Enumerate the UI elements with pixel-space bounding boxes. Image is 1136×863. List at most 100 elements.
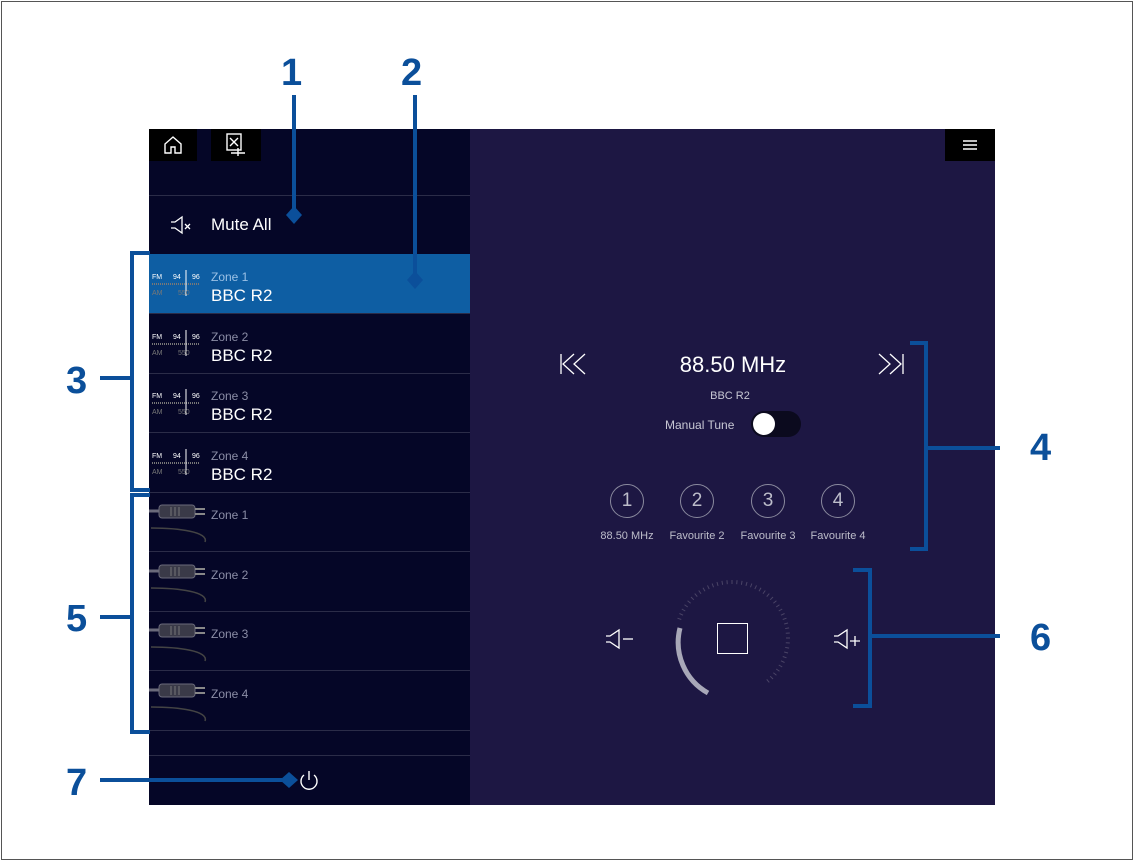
zone-label: Zone 1 [211,508,249,522]
mute-all-button[interactable]: Mute All [149,196,470,253]
callout-5: 5 [66,598,88,640]
home-button[interactable] [149,129,197,161]
dial-tick [766,593,770,597]
volume-up-button[interactable] [831,626,863,652]
callout-1: 1 [281,52,303,94]
svg-text:94: 94 [173,334,181,341]
mute-all-label: Mute All [211,215,272,234]
aux-zone-row[interactable]: Zone 4 [149,671,470,730]
dial-tick [775,668,780,672]
volume-down-button[interactable] [603,626,633,652]
divider [149,195,470,196]
dial-tick [784,622,789,625]
svg-text:AM: AM [152,290,163,297]
divider [149,372,470,374]
power-button[interactable] [296,768,322,794]
divider [149,551,470,552]
dial-tick [684,604,689,608]
svg-text:96: 96 [192,453,200,460]
dial-tick [749,583,753,588]
svg-text:550: 550 [178,350,190,357]
favourite-label: Favourite 4 [810,530,866,542]
zone-label: Zone 4 [211,448,249,463]
favourite-button[interactable]: 2 [680,484,714,518]
zone-station: BBC R2 [211,286,273,305]
dial-tick [784,651,789,654]
speaker-mute-icon [171,215,191,235]
skip-back-icon [560,353,586,375]
divider [149,491,470,493]
dial-tick [778,608,783,612]
dial-tick [780,660,785,663]
home-icon [164,136,182,154]
dial-tick [785,646,790,649]
volume-dial[interactable] [668,578,796,696]
dial-tick [687,600,691,604]
tuner-frequency: 88.50 MHz [679,352,787,377]
favourite-label: Favourite 3 [740,530,796,542]
dial-tick [778,664,783,668]
svg-text:FM: FM [152,453,162,460]
dial-tick [711,583,715,588]
favourite-button[interactable]: 1 [610,484,644,518]
svg-text:94: 94 [173,274,181,281]
manual-tune-toggle[interactable] [751,411,801,437]
favourite-button[interactable]: 3 [751,484,785,518]
stop-button[interactable] [717,623,748,654]
zone-label: Zone 4 [211,686,249,701]
aux-zone-row[interactable]: Zone 3 [149,611,470,670]
dial-tick [773,672,777,676]
favourite-button[interactable]: 4 [821,484,855,518]
dial-tick [694,593,698,597]
dial-tick [782,617,787,621]
favourite-label: 88.50 MHz [600,530,654,542]
dial-tick [721,580,724,585]
zone-label: Zone 2 [211,567,249,582]
svg-text:AM: AM [152,350,163,357]
svg-text:FM: FM [152,334,162,341]
menu-button[interactable] [945,129,995,161]
dial-tick [769,675,774,680]
dial-tick [780,613,785,616]
volume-level-arc [675,627,710,696]
seek-back-button[interactable] [558,352,588,376]
svg-text:94: 94 [173,393,181,400]
seek-forward-button[interactable] [876,352,906,376]
callout-6: 6 [1030,617,1052,659]
zone-label: Zone 1 [211,270,249,284]
aux-zone-row[interactable]: Zone 1 [149,492,470,551]
dial-tick [745,581,748,586]
dial-tick [775,604,780,608]
svg-text:96: 96 [192,334,200,341]
tuner-station: BBC R2 [710,390,750,402]
skip-forward-icon [878,353,904,375]
dial-tick [679,613,684,616]
dial-tick [690,596,695,601]
favourite-label: Favourite 2 [669,530,725,542]
source-button[interactable] [211,129,261,161]
zone-label: Zone 2 [211,329,249,344]
dial-tick [716,581,719,586]
svg-text:96: 96 [192,393,200,400]
svg-text:FM: FM [152,393,162,400]
zone-station: BBC R2 [211,345,273,365]
rca-cable-icon [149,504,206,543]
svg-text:96: 96 [192,274,200,281]
callout-4: 4 [1030,427,1052,469]
aux-zone-row[interactable]: Zone 2 [149,552,470,611]
rca-cable-icon [149,564,206,602]
dial-tick [766,679,770,683]
callout-3: 3 [66,360,88,402]
divider [149,313,470,314]
dial-tick [769,596,774,601]
volume-up-icon [834,628,860,650]
divider [149,432,470,433]
